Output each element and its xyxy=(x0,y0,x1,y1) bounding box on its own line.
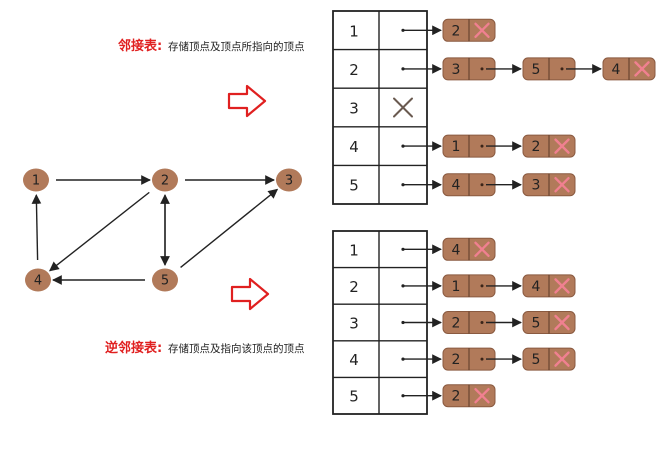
graph-vertex: 1 xyxy=(23,168,49,192)
table-row: 4 2 5 xyxy=(349,347,576,371)
row-vertex-label: 3 xyxy=(349,315,359,333)
vertex-label: 5 xyxy=(161,274,169,289)
list-node: 2 xyxy=(442,18,496,42)
graph-vertex: 4 xyxy=(25,268,51,292)
list-node: 2 xyxy=(442,384,496,408)
table-row: 3 2 5 xyxy=(349,311,576,334)
vertex-circle xyxy=(23,168,49,192)
list-node-label: 4 xyxy=(452,178,461,194)
list-node: 1 xyxy=(442,274,496,298)
list-node: 5 xyxy=(522,57,576,81)
row-vertex-label: 2 xyxy=(349,278,359,296)
right-arrow-icon xyxy=(227,84,267,118)
list-node-label: 4 xyxy=(452,242,461,258)
graph-edge-4-1 xyxy=(31,194,42,261)
vertex-label: 2 xyxy=(161,174,169,189)
table-row: 3 xyxy=(349,97,413,118)
list-node: 3 xyxy=(522,173,576,197)
row-vertex-label: 1 xyxy=(349,241,359,259)
null-cross-icon xyxy=(474,241,490,258)
table-row: 5 4 3 xyxy=(349,173,576,197)
list-node-label: 2 xyxy=(452,316,461,332)
list-node-label: 4 xyxy=(612,62,621,78)
list-node-label: 5 xyxy=(532,352,541,368)
adjacency-caption-label: 邻接表: xyxy=(117,38,162,54)
list-node-label: 2 xyxy=(452,389,461,405)
row-vertex-label: 4 xyxy=(349,351,359,369)
vertex-circle xyxy=(25,268,51,292)
list-node-label: 2 xyxy=(452,23,461,39)
inverse-caption-desc: 存储顶点及指向该顶点的顶点 xyxy=(168,342,305,355)
list-node-label: 5 xyxy=(532,316,541,332)
vertex-circle xyxy=(152,168,178,192)
null-cross-icon xyxy=(554,176,570,193)
list-node: 4 xyxy=(522,274,576,298)
list-node-label: 1 xyxy=(452,139,461,155)
vertex-label: 1 xyxy=(32,174,40,189)
list-node-label: 2 xyxy=(532,139,541,155)
row-vertex-label: 5 xyxy=(349,388,359,406)
right-arrow-icon xyxy=(230,277,270,311)
directed-graph: 1 2 3 4 5 xyxy=(23,168,302,292)
list-node: 2 xyxy=(442,347,496,371)
row-vertex-label: 2 xyxy=(349,61,359,79)
vertex-circle xyxy=(276,168,302,192)
list-node: 5 xyxy=(522,311,576,334)
vertex-circle xyxy=(152,268,178,292)
graph-vertex: 2 xyxy=(152,168,178,192)
row-vertex-label: 1 xyxy=(349,22,359,40)
table-frame xyxy=(332,10,428,205)
null-cross-icon xyxy=(474,22,490,38)
inverse-caption-label: 逆邻接表: xyxy=(105,340,162,356)
graph-edge-5-3 xyxy=(180,188,279,268)
list-node: 4 xyxy=(602,57,656,81)
list-node-label: 5 xyxy=(532,62,541,78)
row-vertex-label: 3 xyxy=(349,100,359,118)
list-node-label: 2 xyxy=(452,352,461,368)
null-cross-icon xyxy=(393,97,413,118)
list-node: 5 xyxy=(522,347,576,371)
vertex-label: 3 xyxy=(285,174,293,189)
null-cross-icon xyxy=(554,314,570,331)
table-row: 2 1 4 xyxy=(349,274,576,298)
list-node: 4 xyxy=(442,237,496,261)
table-row: 2 3 5 4 xyxy=(349,57,656,81)
list-node: 2 xyxy=(522,134,576,158)
null-cross-icon xyxy=(554,138,570,154)
table-row: 4 1 2 xyxy=(349,134,576,158)
vertex-label: 4 xyxy=(34,274,42,289)
null-cross-icon xyxy=(634,61,650,77)
graph-vertex: 3 xyxy=(276,168,302,192)
null-cross-icon xyxy=(474,388,490,404)
list-node-label: 4 xyxy=(532,279,541,295)
null-cross-icon xyxy=(554,278,570,294)
row-vertex-label: 5 xyxy=(349,177,359,195)
list-node-label: 1 xyxy=(452,279,461,295)
list-node-label: 3 xyxy=(532,178,541,194)
graph-vertex: 5 xyxy=(152,268,178,292)
row-vertex-label: 4 xyxy=(349,138,359,156)
list-node: 3 xyxy=(442,57,496,81)
adjacency-caption-desc: 存储顶点及顶点所指向的顶点 xyxy=(168,40,305,53)
null-cross-icon xyxy=(554,351,570,367)
graph-edge-2-4 xyxy=(49,191,150,272)
list-node-label: 3 xyxy=(452,62,461,78)
